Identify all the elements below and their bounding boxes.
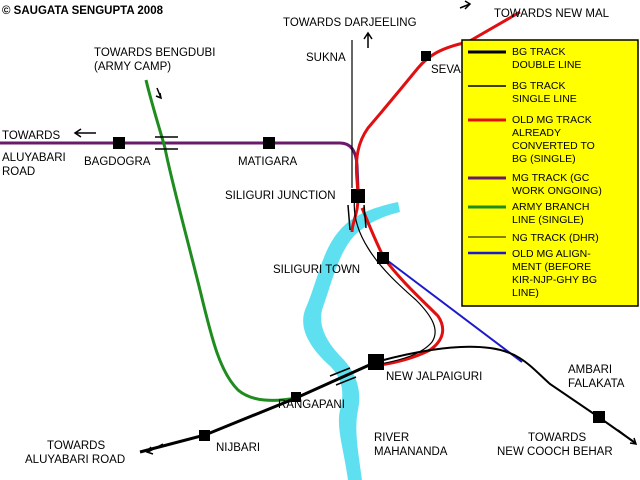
ng-track (351, 40, 436, 365)
station-sevak (421, 51, 431, 61)
legend-ng-1: NG TRACK (DHR) (512, 232, 599, 244)
bg-double-track (139, 360, 377, 454)
legend-old-mg-1: OLD MG ALIGN- (512, 248, 591, 260)
label-cooch-behar-2: NEW COOCH BEHAR (497, 446, 613, 458)
label-bagdogra: BAGDOGRA (84, 156, 151, 168)
label-sevak: SEVAK (431, 64, 469, 76)
legend-old-mg-2: MENT (BEFORE (512, 261, 591, 273)
legend-mg-converted-3: CONVERTED TO (512, 140, 595, 152)
legend-old-mg-4: LINE) (512, 287, 539, 299)
label-aluyabari-west-3: ROAD (2, 166, 35, 178)
river-mahananda (303, 202, 400, 480)
label-aluyabari-sw-1: TOWARDS (47, 440, 105, 452)
legend-mg-gc-1: MG TRACK (GC (512, 172, 590, 184)
label-rangapani: RANGAPANI (278, 399, 345, 411)
label-aluyabari-sw-2: ALUYABARI ROAD (25, 454, 125, 466)
label-towards-bengdubi-1: TOWARDS BENGDUBI (94, 47, 215, 59)
legend-army-2: LINE (SINGLE) (512, 214, 584, 226)
station-matigara (263, 137, 275, 149)
legend-box (461, 39, 639, 307)
label-ambari-falakata-1: AMBARI (568, 364, 612, 376)
mg-converted-spur (467, 10, 521, 44)
mg-converted-track (350, 40, 469, 367)
station-siliguri-town (377, 252, 389, 264)
legend-bg-single-1: BG TRACK (512, 80, 565, 92)
label-towards-new-mal: TOWARDS NEW MAL (494, 8, 610, 20)
label-towards-darjeeling: TOWARDS DARJEELING (283, 17, 417, 29)
direction-arrows (73, 0, 638, 455)
label-river-1: RIVER (374, 432, 409, 444)
copyright-label: © SAUGATA SENGUPTA 2008 (2, 5, 164, 17)
label-cooch-behar-1: TOWARDS (528, 432, 586, 444)
legend-mg-converted-2: ALREADY (512, 127, 561, 139)
station-rangapani (291, 392, 301, 402)
legend-army-1: ARMY BRANCH (512, 201, 589, 213)
old-mg-alignment (383, 257, 523, 363)
legend-old-mg-3: KIR-NJP-GHY BG (512, 274, 597, 286)
legend-mg-gc-2: WORK ONGOING) (512, 185, 602, 197)
bg-single-track (375, 345, 635, 443)
label-aluyabari-west-1: TOWARDS (2, 130, 60, 142)
label-river-2: MAHANANDA (374, 446, 448, 458)
label-ambari-falakata-2: FALAKATA (568, 378, 625, 390)
label-new-jalpaiguri: NEW JALPAIGURI (386, 371, 482, 383)
label-matigara: MATIGARA (238, 156, 298, 168)
bridge-marks (155, 136, 367, 386)
station-new-jalpaiguri (368, 354, 384, 370)
legend-bg-double-1: BG TRACK (512, 46, 565, 58)
legend-mg-converted-1: OLD MG TRACK (512, 114, 592, 126)
legend-mg-converted-4: BG (SINGLE) (512, 153, 576, 165)
station-nijbari (199, 430, 210, 441)
label-towards-bengdubi-2: (ARMY CAMP) (94, 61, 171, 73)
army-branch-line (144, 79, 297, 402)
legend: BG TRACK DOUBLE LINE BG TRACK SINGLE LIN… (461, 39, 639, 307)
station-siliguri-junction (351, 189, 365, 203)
label-siliguri-town: SILIGURI TOWN (273, 264, 360, 276)
label-sukna: SUKNA (306, 52, 346, 64)
station-ambari-falakata (593, 411, 605, 423)
station-bagdogra (113, 137, 125, 149)
label-aluyabari-west-2: ALUYABARI (2, 152, 66, 164)
mg-gc-track (0, 141, 360, 191)
label-nijbari: NIJBARI (216, 442, 260, 454)
legend-bg-double-2: DOUBLE LINE (512, 59, 581, 71)
label-siliguri-junction: SILIGURI JUNCTION (225, 190, 336, 202)
legend-bg-single-2: SINGLE LINE (512, 93, 577, 105)
